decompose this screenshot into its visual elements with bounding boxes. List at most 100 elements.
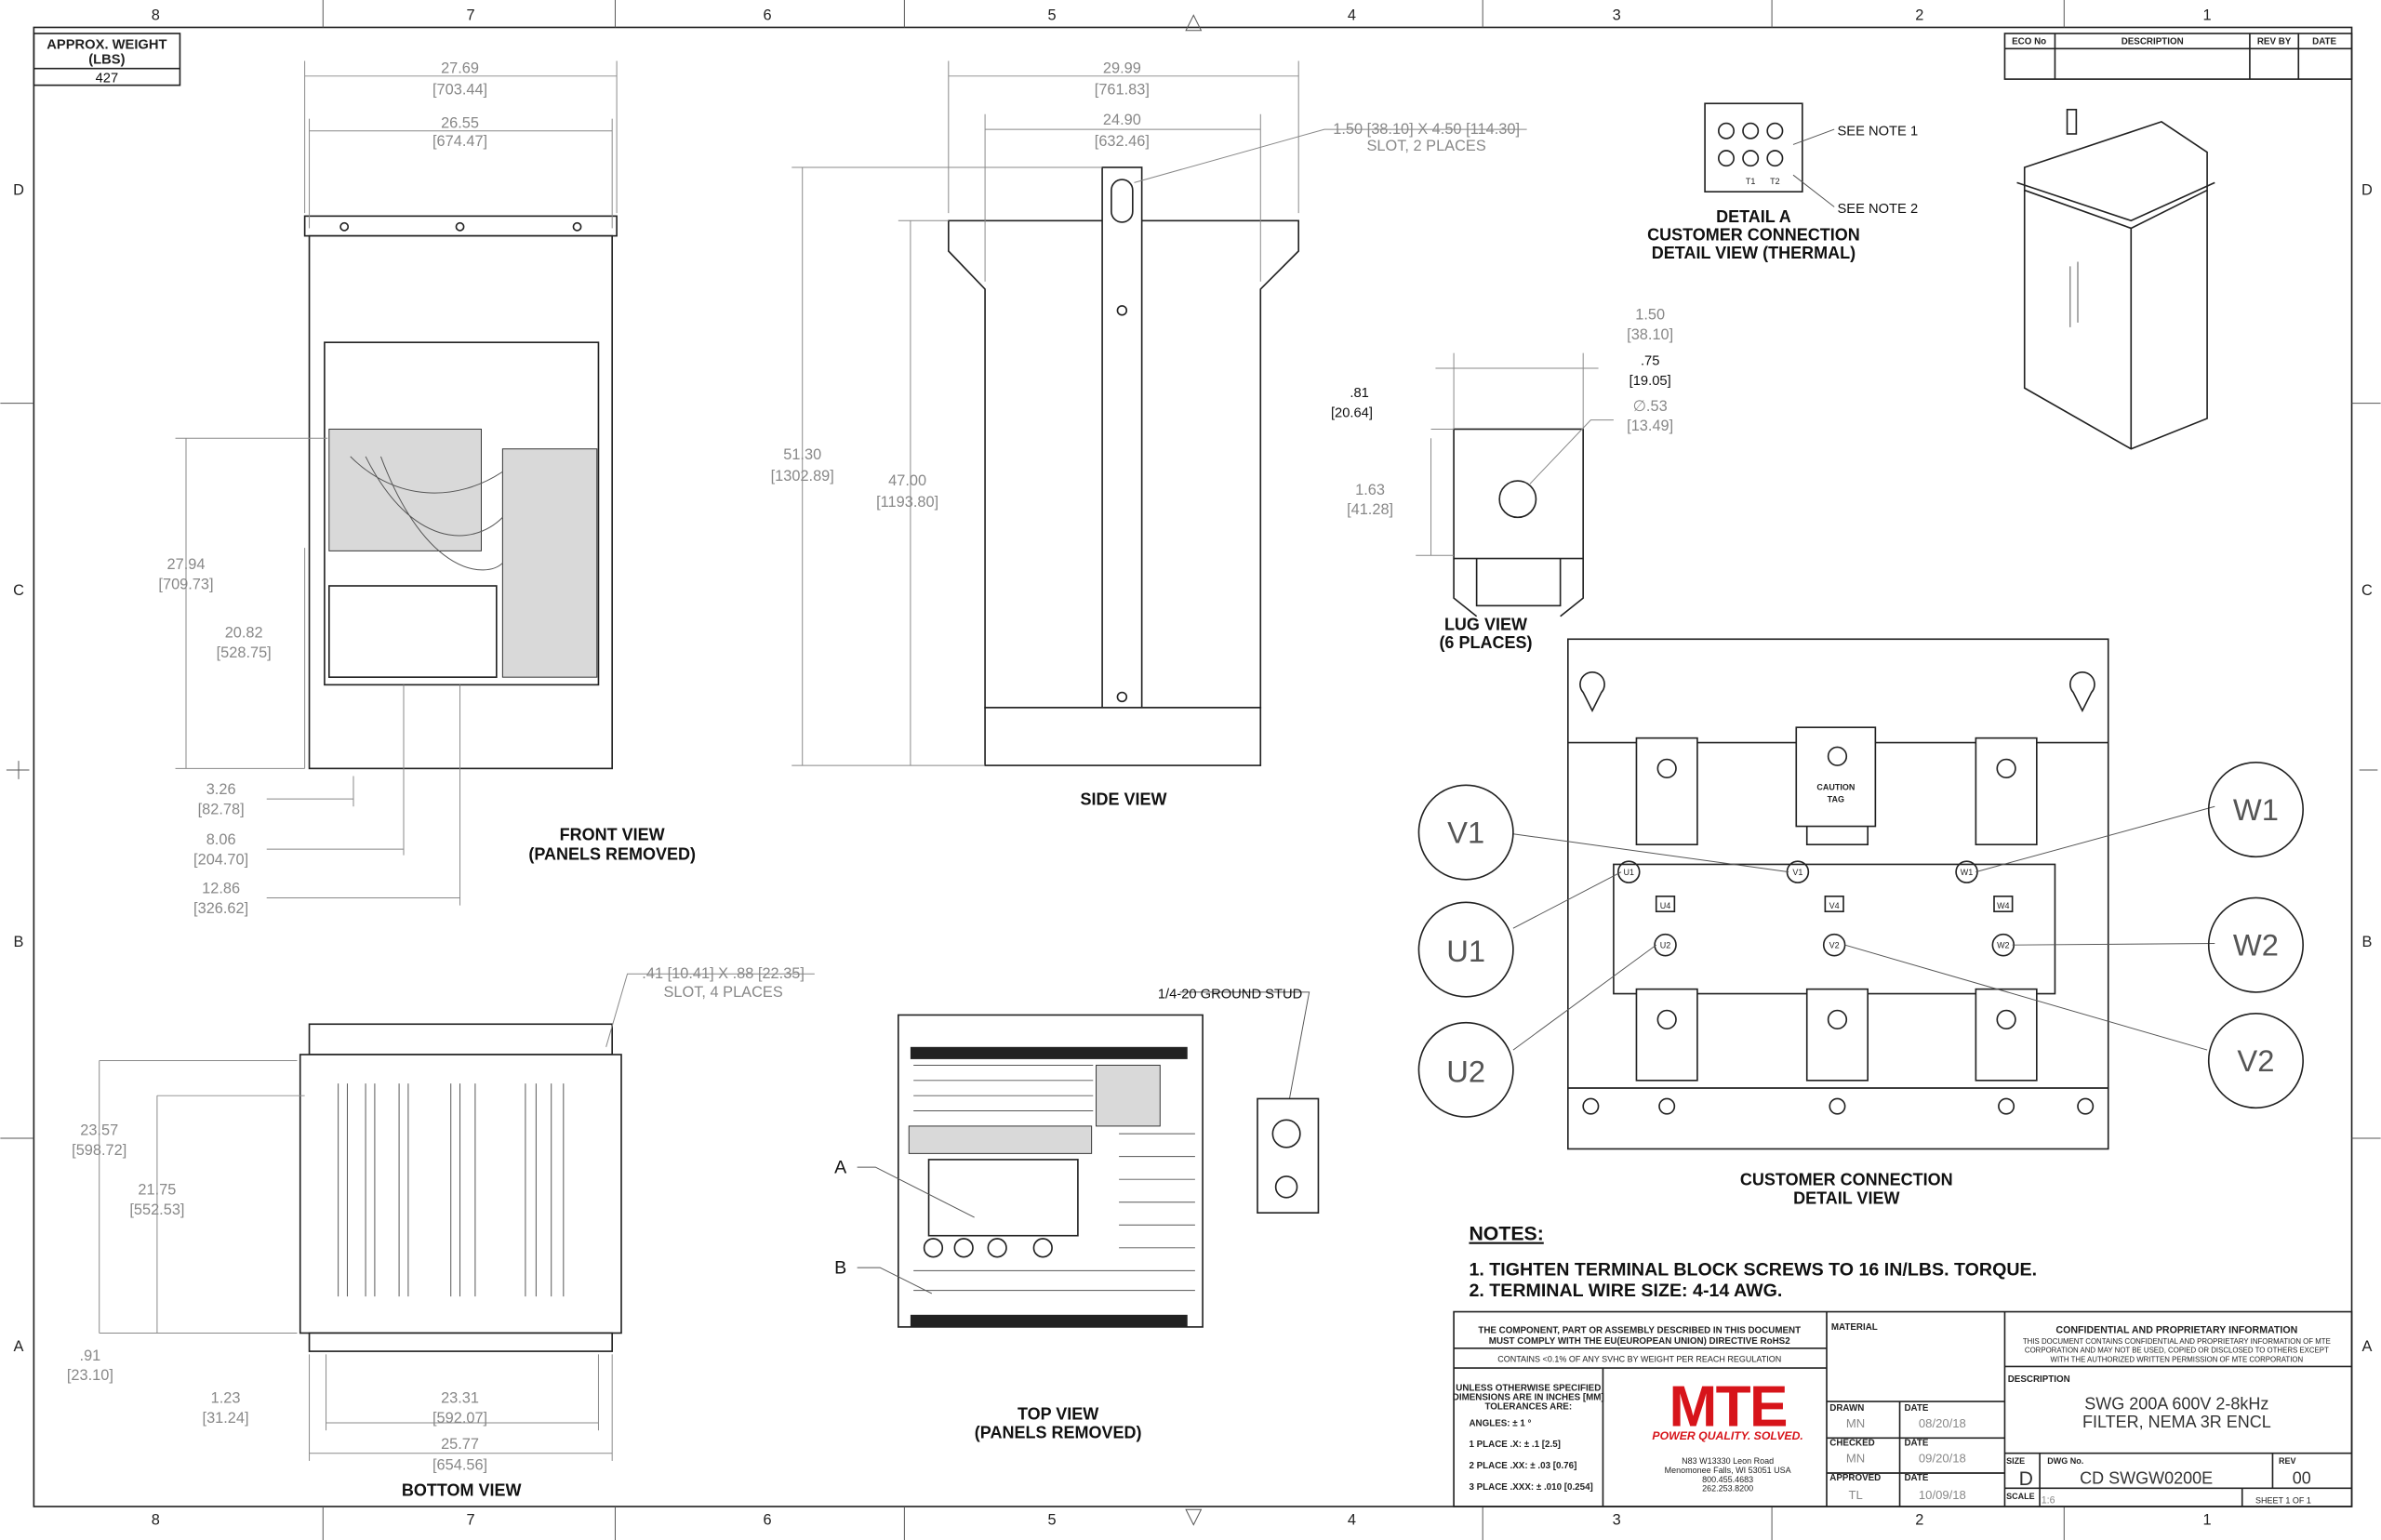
isometric-view <box>2016 109 2215 450</box>
dims-front-6-1-text: [326.62] <box>193 900 248 917</box>
views-customer-terminals-5-text: V2 <box>1829 940 1840 949</box>
title_block-angles-text: ANGLES: ± 1 ° <box>1469 1418 1531 1428</box>
dims-bottom-0-0-text: 23.57 <box>80 1122 118 1139</box>
title_block-date_label-text: DATE <box>1904 1473 1928 1483</box>
rev_table-headers-2-text: REV BY <box>2257 36 2292 46</box>
zones-cols-3-text: 5 <box>1048 1512 1057 1529</box>
dims-bottom-2-0-text: .91 <box>80 1348 101 1364</box>
title_block-scale_label-text: SCALE <box>2006 1492 2035 1501</box>
dims-side-1-1-text: [632.46] <box>1095 133 1150 150</box>
views-customer-terminals-7-text: W4 <box>1997 901 2010 910</box>
dims-front-4-1-text: [82.78] <box>198 801 245 817</box>
dims-lug-0-0-text: 1.50 <box>1635 307 1665 324</box>
title_block-checked_date-text: 09/20/18 <box>1919 1452 1966 1466</box>
views-customer-terminals-1-text: U4 <box>1660 901 1671 910</box>
dims-front-4-0-text: 3.26 <box>206 781 236 798</box>
detail-a: T1 T2 SEE NOTE 1 SEE NOTE 2 DETAIL A CUS… <box>1647 102 1918 262</box>
dims-bottom-2-1-text: [23.10] <box>67 1367 113 1384</box>
title_block-place3-text: 3 PLACE .XXX: ± .010 [0.254] <box>1469 1482 1592 1493</box>
lug-view: 1.50[38.10] .75[19.05] .81[20.64] ∅.53[1… <box>1331 307 1673 652</box>
dims-front-2-0-text: 27.94 <box>167 556 206 573</box>
zones-cols-6-text: 2 <box>1915 1512 1923 1529</box>
notes: NOTES: 1. TIGHTEN TERMINAL BLOCK SCREWS … <box>1469 1223 2037 1302</box>
dims-side-0-1-text: [761.83] <box>1095 81 1150 98</box>
title_block-approved_label-text: APPROVED <box>1829 1473 1881 1483</box>
views-top-title1-text: TOP VIEW <box>1018 1405 1098 1424</box>
dims-front-1-0-text: 26.55 <box>441 114 479 131</box>
views-detail_a-title2-text: CUSTOMER CONNECTION <box>1647 226 1860 245</box>
title_block-conf1-text: THIS DOCUMENT CONTAINS CONFIDENTIAL AND … <box>2023 1337 2331 1346</box>
zones-rows-1-text: C <box>2361 582 2373 599</box>
zones-rows-2-text: B <box>14 934 24 950</box>
title_block-address-0-text: N83 W13330 Leon Road <box>1682 1456 1774 1466</box>
title_block-address-1-text: Menomonee Falls, WI 53051 USA <box>1665 1466 1791 1475</box>
dims-slot_bottom-1-text: SLOT, 4 PLACES <box>664 984 783 1001</box>
views-top-callout_b-text: B <box>834 1258 846 1279</box>
title_block-rohs2-text: MUST COMPLY WITH THE EU(EUROPEAN UNION) … <box>1489 1336 1790 1347</box>
title_block-place2-text: 2 PLACE .XX: ± .03 [0.76] <box>1469 1461 1576 1471</box>
weight-box: APPROX. WEIGHT (LBS) 427 <box>33 33 181 86</box>
dims-front-2-1-text: [709.73] <box>158 576 213 592</box>
views-customer-terminals-8-text: W2 <box>1997 940 2010 949</box>
views-detail_a-title3-text: DETAIL VIEW (THERMAL) <box>1652 244 1856 262</box>
title_block-rohs1-text: THE COMPONENT, PART OR ASSEMBLY DESCRIBE… <box>1478 1325 1801 1335</box>
dims-front-5-0-text: 8.06 <box>206 831 236 848</box>
weight-label2-text: (LBS) <box>88 53 125 68</box>
dims-lug-1-0-text: .75 <box>1641 354 1659 369</box>
views-customer-bubbles-2-text: U2 <box>1446 1054 1485 1088</box>
dims-lug-4-1-text: [41.28] <box>1347 501 1393 518</box>
title_block-drawn-text: MN <box>1846 1416 1865 1430</box>
title_block-conf_title-text: CONFIDENTIAL AND PROPRIETARY INFORMATION <box>2055 1324 2297 1335</box>
dims-front-3-1-text: [528.75] <box>217 644 272 661</box>
dims-lug-1-1-text: [19.05] <box>1629 374 1671 389</box>
views-top-ground_stud-text: 1/4-20 GROUND STUD <box>1158 987 1302 1002</box>
dims-front-1-1-text: [674.47] <box>432 133 487 150</box>
views-detail_a-note2-text: SEE NOTE 2 <box>1837 202 1918 217</box>
title_block-dwg-text: CD SWGW0200E <box>2080 1468 2213 1487</box>
rev_table-headers-3-text: DATE <box>2312 36 2336 46</box>
title_block-checked_label-text: CHECKED <box>1829 1439 1874 1449</box>
dims-slot_side-1-text: SLOT, 2 PLACES <box>1367 138 1486 154</box>
views-customer-bubbles-0-text: V1 <box>1447 816 1484 850</box>
title_block-tagline-text: POWER QUALITY. SOLVED. <box>1652 1429 1802 1442</box>
weight-label1-text: APPROX. WEIGHT <box>47 37 166 52</box>
views-customer-title2-text: DETAIL VIEW <box>1793 1188 1899 1207</box>
views-detail_a-t2-text: T2 <box>1770 177 1780 186</box>
zones-cols-3-text: 5 <box>1048 7 1057 23</box>
views-detail_a-title1-text: DETAIL A <box>1716 207 1791 226</box>
title_block-dwg_label-text: DWG No. <box>2047 1456 2083 1466</box>
bottom-view: 23.57[598.72] 21.75[552.53] .91[23.10] 1… <box>67 965 815 1500</box>
title_block-scale-text: 1:6 <box>2042 1495 2055 1507</box>
zones-rows-3-text: A <box>14 1338 24 1355</box>
views-customer-bubbles-3-text: W1 <box>2233 792 2279 827</box>
dims-bottom-4-0-text: 23.31 <box>441 1390 479 1407</box>
rev_table-headers-1-text: DESCRIPTION <box>2122 36 2184 46</box>
views-detail_a-t1-text: T1 <box>1746 177 1756 186</box>
title_block-address-2-text: 800.455.4683 <box>1702 1475 1753 1484</box>
dims-side-2-0-text: 51.30 <box>783 446 821 463</box>
mte-logo: MTE <box>1669 1374 1786 1439</box>
title_block-description1-text: SWG 200A 600V 2-8kHz <box>2084 1394 2268 1413</box>
dims-side-3-0-text: 47.00 <box>888 472 926 489</box>
views-top-callout_a-text: A <box>834 1158 847 1178</box>
title-block: THE COMPONENT, PART OR ASSEMBLY DESCRIBE… <box>1453 1310 2353 1507</box>
revision-table: ECO No DESCRIPTION REV BY DATE <box>2003 33 2353 80</box>
views-customer-terminals-6-text: W1 <box>1961 868 1974 877</box>
title_block-tol1-text: UNLESS OTHERWISE SPECIFIED <box>1456 1384 1601 1394</box>
title_block-description_label-text: DESCRIPTION <box>2008 1374 2070 1385</box>
dims-bottom-0-1-text: [598.72] <box>72 1142 126 1159</box>
zones-cols-1-text: 7 <box>466 1512 474 1529</box>
top-view: A B 1/4-20 GROUND STUD TOP VIEW (PANELS … <box>834 987 1320 1441</box>
dims-lug-2-0-text: .81 <box>1350 386 1368 401</box>
views-customer-caution2-text: TAG <box>1828 794 1844 803</box>
views-customer-terminals-2-text: U2 <box>1660 940 1671 949</box>
dims-bottom-5-0-text: 25.77 <box>441 1436 479 1453</box>
dims-bottom-3-1-text: [31.24] <box>203 1410 249 1427</box>
zones-cols-0-text: 8 <box>152 7 160 23</box>
side-view-title: SIDE VIEW <box>1080 790 1166 809</box>
zones-rows-1-text: C <box>13 582 24 599</box>
title_block-drawn_date-text: 08/20/18 <box>1919 1416 1966 1430</box>
title_block-size_label-text: SIZE <box>2006 1456 2025 1466</box>
